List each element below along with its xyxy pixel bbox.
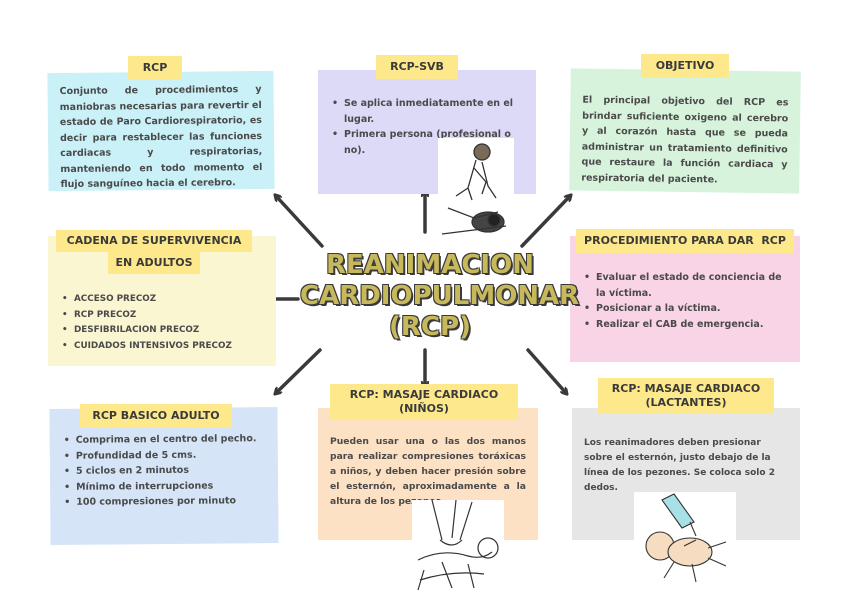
ninos-title-line2: (NIÑOS) xyxy=(399,402,449,415)
lactantes-title-line2: (LACTANTES) xyxy=(645,396,727,409)
cadena-card: ACCESO PRECOZ RCP PRECOZ DESFIBRILACION … xyxy=(48,236,276,366)
main-title-line2: CARDIOPULMONAR xyxy=(300,281,580,311)
cadena-title: CADENA DE SUPERVIVENCIA xyxy=(56,230,252,252)
lactantes-text: Los reanimadores deben presionar sobre e… xyxy=(584,438,775,493)
objetivo-title: OBJETIVO xyxy=(641,54,729,78)
arrow-to-objetivo xyxy=(520,196,570,248)
main-title-line3: (RCP) xyxy=(389,312,471,342)
cadena-title-line2-box: EN ADULTOS xyxy=(108,252,200,274)
ninos-title: RCP: MASAJE CARDIACO (NIÑOS) xyxy=(330,384,518,420)
basico-item: 100 compresiones por minuto xyxy=(62,493,266,510)
child-cpr-illustration xyxy=(412,499,504,592)
rcp-text: Conjunto de procedimientos y maniobras n… xyxy=(59,83,263,191)
rcp-title: RCP xyxy=(128,56,182,80)
arrow-to-basico xyxy=(276,348,322,393)
cadena-item: ACCESO PRECOZ xyxy=(60,292,264,308)
arrow-to-lactantes xyxy=(526,348,566,393)
infant-cpr-illustration xyxy=(634,492,736,588)
basico-item: Comprima en el centro del pecho. xyxy=(62,431,266,448)
arrow-to-rcp xyxy=(276,196,324,248)
rcp-svb-item: Primera persona (profesional o no). xyxy=(330,127,524,158)
procedimiento-item: Evaluar el estado de conciencia de la ví… xyxy=(582,270,788,301)
main-title: REANIMACION CARDIOPULMONAR (RCP) xyxy=(300,250,580,343)
cadena-item: RCP PRECOZ xyxy=(60,308,264,324)
ninos-title-line1: RCP: MASAJE CARDIACO xyxy=(349,388,499,401)
cadena-title-line2: EN ADULTOS xyxy=(115,256,193,269)
procedimiento-title: PROCEDIMIENTO PARA DAR RCP xyxy=(576,229,794,253)
objetivo-card: El principal objetivo del RCP es brindar… xyxy=(569,68,801,194)
basico-item: Profundidad de 5 cms. xyxy=(62,447,266,464)
basico-item: 5 ciclos en 2 minutos xyxy=(62,462,266,479)
ninos-text: Pueden usar una o las dos manos para rea… xyxy=(330,436,526,507)
main-title-line1: REANIMACION xyxy=(326,250,534,280)
objetivo-text: El principal objetivo del RCP es brindar… xyxy=(581,94,789,185)
lactantes-title-line1: RCP: MASAJE CARDIACO xyxy=(611,382,761,395)
procedimiento-item: Realizar el CAB de emergencia. xyxy=(582,317,788,333)
adult-cpr-illustration xyxy=(438,138,514,238)
basico-title: RCP BASICO ADULTO xyxy=(80,404,232,428)
rcp-svb-item: Se aplica inmediatamente en el lugar. xyxy=(330,96,524,127)
cadena-item: CUIDADOS INTENSIVOS PRECOZ xyxy=(60,339,264,355)
rcp-card: Conjunto de procedimientos y maniobras n… xyxy=(47,70,275,192)
basico-item: Mínimo de interrupciones xyxy=(62,478,266,495)
rcp-svb-title: RCP-SVB xyxy=(376,55,458,79)
lactantes-title: RCP: MASAJE CARDIACO (LACTANTES) xyxy=(598,378,774,414)
procedimiento-card: Evaluar el estado de conciencia de la ví… xyxy=(570,236,800,362)
cadena-title-line1: CADENA DE SUPERVIVENCIA xyxy=(66,234,242,247)
cadena-item: DESFIBRILACION PRECOZ xyxy=(60,323,264,339)
procedimiento-item: Posicionar a la víctima. xyxy=(582,301,788,317)
